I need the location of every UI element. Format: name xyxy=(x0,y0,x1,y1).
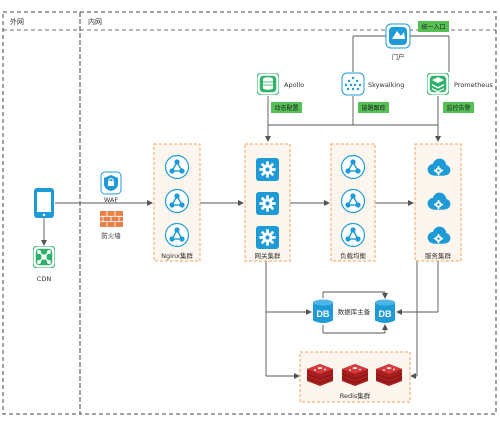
gateway-cluster-label: 网关集群 xyxy=(255,251,282,260)
load-balance-cluster: 负载均衡 xyxy=(330,143,376,262)
apollo-label: Apollo xyxy=(284,81,304,89)
zone-outer: 外网 xyxy=(2,11,81,415)
network-nodes-icon xyxy=(341,155,365,179)
waf-label: WAF xyxy=(104,196,119,204)
load-balance-label: 负载均衡 xyxy=(340,251,367,260)
service-cluster-label: 服务集群 xyxy=(425,251,452,260)
portal-icon xyxy=(385,23,411,49)
zone-outer-label: 外网 xyxy=(10,17,24,26)
database-icon: DB xyxy=(313,299,333,323)
cdn-label: CDN xyxy=(37,275,52,283)
db-primary-text: DB xyxy=(317,309,330,319)
gear-icon xyxy=(256,192,279,215)
apollo-node: Apollo xyxy=(257,73,304,95)
network-nodes-icon xyxy=(165,223,189,247)
skywalking-node: Skywalking xyxy=(341,72,404,96)
zone-inner-label: 内网 xyxy=(88,17,102,26)
database-stack-icon xyxy=(257,73,279,95)
prometheus-node: Prometheus xyxy=(427,73,493,95)
network-hub-icon xyxy=(33,246,55,268)
dynamic-config-label: 动态配置 xyxy=(274,104,298,112)
connectors xyxy=(41,30,450,379)
firewall-label: 防火墙 xyxy=(101,231,121,240)
network-nodes-icon xyxy=(341,189,365,213)
db-standby-text: DB xyxy=(379,309,392,319)
service-cluster: 服务集群 xyxy=(414,143,462,262)
gateway-cluster: 网关集群 xyxy=(244,143,291,262)
redis-cluster-label: Redis集群 xyxy=(340,391,371,400)
prometheus-label: Prometheus xyxy=(454,81,493,89)
shield-icon xyxy=(100,171,122,195)
cdn-node: CDN xyxy=(33,246,55,283)
trace-cluster-icon xyxy=(341,72,365,96)
database-pair: DB DB 数据库主备 xyxy=(313,299,395,323)
redis-cluster: Redis集群 xyxy=(299,351,411,403)
layers-icon xyxy=(427,73,449,95)
network-nodes-icon xyxy=(165,189,189,213)
portal-node: 门户 xyxy=(385,23,411,61)
gear-icon xyxy=(256,226,279,249)
portal-entry-badge: 统一入口 xyxy=(418,21,449,32)
brick-wall-icon xyxy=(100,211,123,227)
database-pair-label: 数据库主备 xyxy=(338,307,371,316)
nginx-cluster: Nginx集群 xyxy=(153,143,201,262)
nginx-cluster-label: Nginx集群 xyxy=(161,251,193,260)
skywalking-label: Skywalking xyxy=(368,81,404,89)
firewall-node: 防火墙 xyxy=(100,211,123,240)
monitor-alert-badge: 监控告警 xyxy=(443,102,474,113)
network-nodes-icon xyxy=(341,223,365,247)
database-icon: DB xyxy=(375,299,395,323)
portal-entry-label: 统一入口 xyxy=(421,23,445,31)
monitor-alert-label: 监控告警 xyxy=(446,104,470,112)
portal-label: 门户 xyxy=(392,52,405,61)
dynamic-config-badge: 动态配置 xyxy=(271,102,302,113)
gear-icon xyxy=(256,158,279,181)
network-nodes-icon xyxy=(165,155,189,179)
trace-label: 链路跟踪 xyxy=(361,104,385,112)
waf-node: WAF xyxy=(100,171,122,204)
mobile-phone-icon xyxy=(34,188,54,218)
trace-badge: 链路跟踪 xyxy=(358,102,389,113)
